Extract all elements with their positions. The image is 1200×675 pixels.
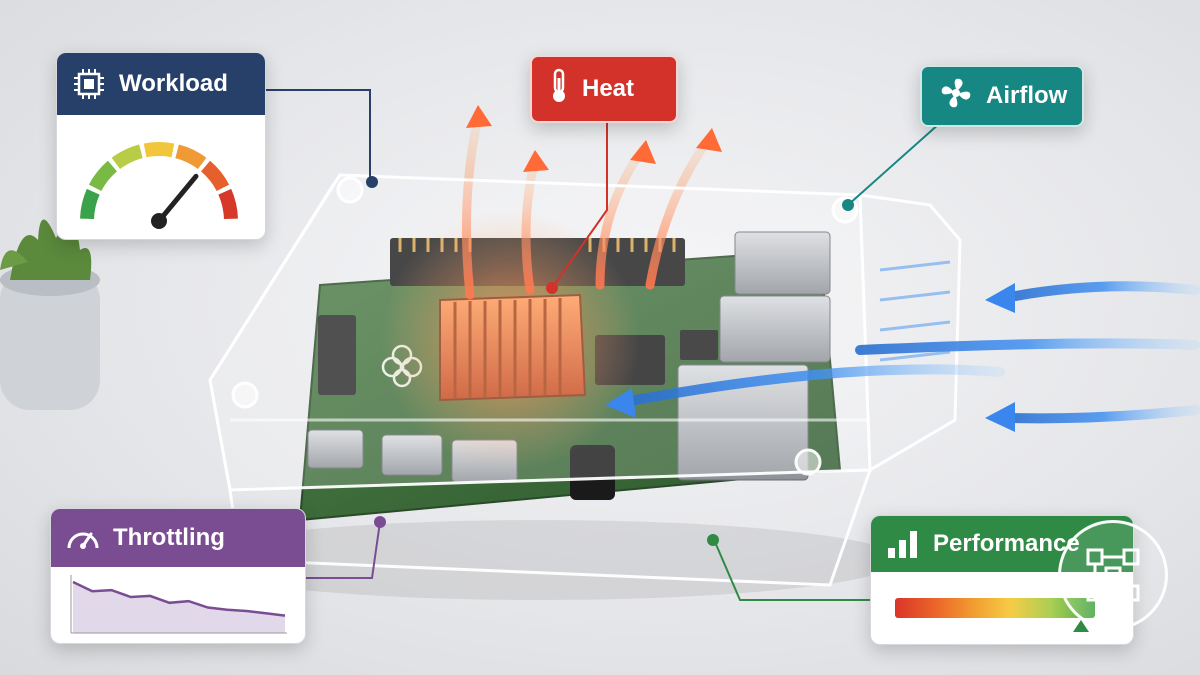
callout-connectors [264,89,941,601]
workload-gauge [80,142,238,229]
workload-card: Workload [56,52,266,240]
performance-label: Performance [933,530,1080,557]
throttling-label: Throttling [113,524,225,551]
gauge-segment [175,144,207,170]
throttling-area [73,582,285,633]
fan-icon [938,75,974,118]
heat-arrowheads [466,105,722,172]
gauge-segment [88,160,118,192]
throttling-line [72,580,286,617]
performance-bar [895,598,1095,618]
heat-label-badge: Heat [530,55,678,123]
transparent-case [208,173,962,587]
workload-header: Workload [57,53,265,115]
gauge-segment [143,142,175,158]
gauge-needle [156,173,199,224]
heat-label: Heat [582,75,635,102]
gauge-segment [200,160,230,192]
workload-label: Workload [119,70,228,97]
gauge-segment [111,144,143,170]
airflow-label-badge: Airflow [920,65,1084,127]
performance-marker [1073,620,1089,632]
heat-arrows [461,113,713,300]
throttling-chart [70,575,287,634]
airflow-arrowheads [605,283,1015,432]
throttling-header: Throttling [51,509,305,567]
airflow-arrows [620,281,1200,424]
gauge-segment [218,188,238,220]
usb-ethernet-ports [677,231,831,481]
thermometer-icon [548,68,570,111]
speedometer-icon [65,520,101,556]
heatsink [439,293,587,402]
gauge-hub [151,213,167,229]
vent-slats [879,260,951,362]
airflow-label: Airflow [986,82,1068,109]
gauge-segment [80,188,100,220]
cpu-chip-icon [71,66,107,102]
bar-chart-icon [885,526,921,562]
micro-hdmi-ports [307,429,615,500]
watermark-logo [1058,520,1168,630]
potted-plant [0,219,100,410]
throttling-card: Throttling [50,508,306,644]
